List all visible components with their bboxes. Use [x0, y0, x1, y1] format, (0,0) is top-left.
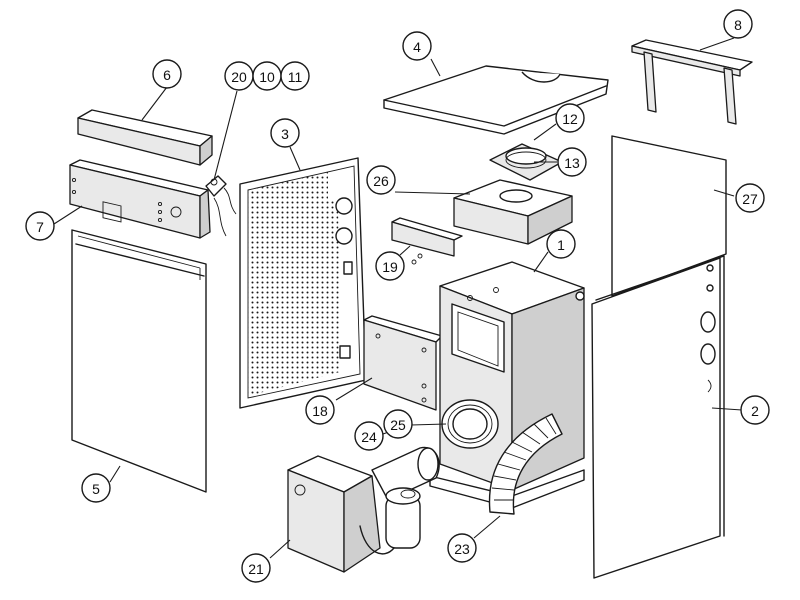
- part-burner-flange: [441, 399, 499, 449]
- callout-24-label: 24: [361, 429, 377, 445]
- callout-27: 27: [735, 183, 765, 213]
- callout-5-label: 5: [92, 481, 100, 497]
- part-rear-panel: [611, 135, 727, 297]
- part-limit-switch: [205, 175, 227, 197]
- callout-7-label: 7: [36, 219, 44, 235]
- callout-13: 13: [557, 147, 587, 177]
- part-furnace-body: [429, 261, 585, 509]
- part-lower-door: [71, 229, 207, 493]
- callout-23-label: 23: [454, 541, 470, 557]
- part-flue-collar: [489, 143, 563, 181]
- callout-13-label: 13: [564, 155, 580, 171]
- callout-8-label: 8: [734, 17, 742, 33]
- callout-4: 4: [402, 31, 432, 61]
- callout-11: 11: [280, 61, 310, 91]
- callout-26-label: 26: [373, 173, 389, 189]
- callout-18-label: 18: [312, 403, 328, 419]
- callout-2-label: 2: [751, 403, 759, 419]
- callout-27-label: 27: [742, 191, 758, 207]
- callout-20-label: 20: [231, 69, 247, 85]
- callout-18: 18: [305, 395, 335, 425]
- callout-7: 7: [25, 211, 55, 241]
- part-top-trim-bar: [77, 109, 213, 166]
- callout-11-label: 11: [288, 69, 303, 85]
- part-access-plate: [363, 315, 443, 411]
- callout-21: 21: [241, 553, 271, 583]
- part-oil-burner: [287, 446, 440, 573]
- callout-3: 3: [270, 118, 300, 148]
- callout-1: 1: [546, 229, 576, 259]
- callout-10-label: 10: [259, 69, 275, 85]
- callout-23: 23: [447, 533, 477, 563]
- callout-5: 5: [81, 473, 111, 503]
- callout-26: 26: [366, 165, 396, 195]
- callout-20: 20: [224, 61, 254, 91]
- part-control-panel: [69, 159, 237, 239]
- part-side-panel: [591, 255, 725, 579]
- callout-3-label: 3: [281, 126, 289, 142]
- callout-2: 2: [740, 395, 770, 425]
- callout-24: 24: [354, 421, 384, 451]
- part-heat-exchanger-box: [453, 179, 573, 321]
- callout-12-label: 12: [562, 111, 578, 127]
- callout-25: 25: [383, 409, 413, 439]
- part-top-bracket: [631, 39, 753, 125]
- callout-8: 8: [723, 9, 753, 39]
- callout-1-label: 1: [557, 237, 565, 253]
- part-flex-duct: [488, 413, 563, 515]
- part-perforated-panel: [239, 157, 367, 409]
- callout-6-label: 6: [163, 67, 171, 83]
- callout-19-label: 19: [382, 259, 398, 275]
- callout-4-label: 4: [413, 39, 421, 55]
- callout-10: 10: [252, 61, 282, 91]
- callout-19: 19: [375, 251, 405, 281]
- part-top-cover: [383, 65, 609, 135]
- callout-21-label: 21: [248, 561, 264, 577]
- callout-6: 6: [152, 59, 182, 89]
- callout-25-label: 25: [390, 417, 406, 433]
- callout-12: 12: [555, 103, 585, 133]
- part-mounting-bracket: [391, 217, 463, 265]
